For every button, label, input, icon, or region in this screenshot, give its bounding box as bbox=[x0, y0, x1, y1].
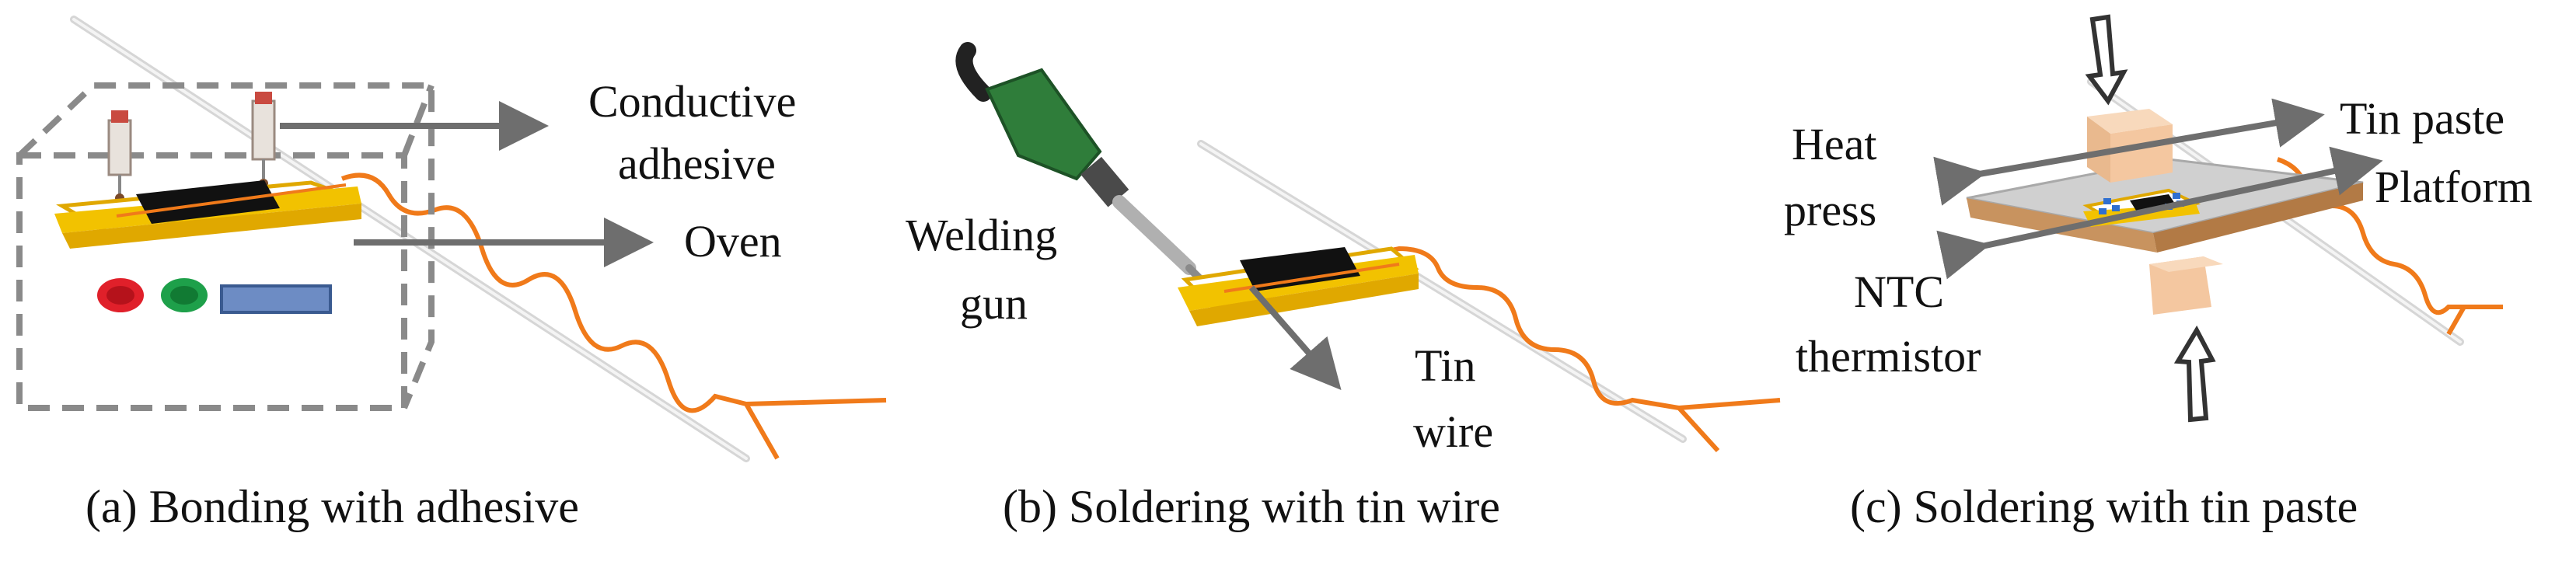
label-oven: Oven bbox=[684, 216, 782, 267]
welding-gun bbox=[955, 42, 1216, 295]
label-press: press bbox=[1784, 185, 1876, 235]
label-thermistor: thermistor bbox=[1796, 331, 1981, 382]
panel-b: Welding gun Tin wire (b) Soldering with … bbox=[906, 42, 1781, 532]
arrow-tin-wire bbox=[1248, 285, 1342, 391]
label-tin: Tin bbox=[1415, 340, 1476, 391]
oven-box bbox=[16, 82, 435, 411]
solar-cell bbox=[136, 180, 280, 224]
label-tin-paste: Tin paste bbox=[2340, 93, 2504, 144]
arrow-ntc-platform bbox=[1936, 146, 2383, 280]
label-gun: gun bbox=[960, 278, 1028, 329]
press-arrow-down-icon bbox=[2085, 14, 2128, 106]
press-block-bottom bbox=[2149, 256, 2223, 315]
panel-c: Heat press NTC thermistor Tin paste Plat… bbox=[1784, 14, 2532, 532]
caption-b: (b) Soldering with tin wire bbox=[1003, 481, 1500, 532]
label-platform: Platform bbox=[2375, 162, 2532, 212]
label-adhesive: adhesive bbox=[618, 138, 776, 189]
press-arrow-up-icon bbox=[2173, 325, 2216, 423]
pcb-board-b bbox=[1178, 246, 1419, 326]
label-heat: Heat bbox=[1792, 119, 1877, 169]
label-wire: wire bbox=[1413, 406, 1493, 457]
pcb-board-a bbox=[54, 180, 361, 249]
caption-a: (a) Bonding with adhesive bbox=[86, 481, 579, 532]
oven-display bbox=[220, 284, 332, 314]
label-ntc: NTC bbox=[1854, 267, 1944, 317]
orange-wire-a bbox=[340, 172, 887, 460]
solar-cell-b bbox=[1240, 247, 1360, 291]
panel-a: Conductive adhesive Oven (a) Bonding wit… bbox=[16, 16, 887, 532]
orange-wire-b bbox=[1282, 246, 1781, 453]
label-welding: Welding bbox=[906, 210, 1057, 260]
label-conductive: Conductive bbox=[588, 76, 796, 127]
syringe-right bbox=[251, 92, 276, 188]
caption-c: (c) Soldering with tin paste bbox=[1850, 481, 2358, 532]
syringe-left bbox=[107, 110, 132, 203]
